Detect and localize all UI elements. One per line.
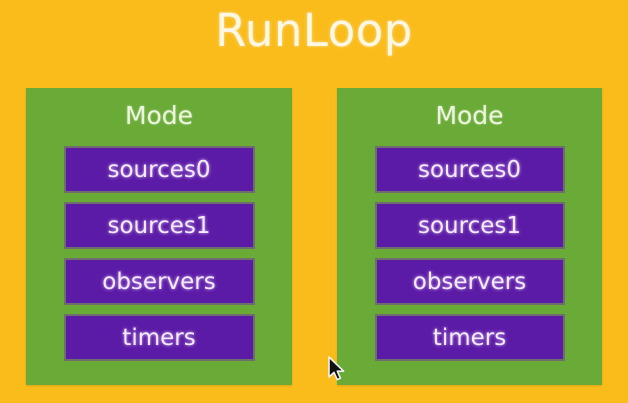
mode-item-label: sources1 (418, 212, 521, 239)
mode-item-sources0[interactable]: sources0 (374, 146, 565, 193)
mode-panel-title: Mode (124, 101, 194, 130)
mode-item-sources1[interactable]: sources1 (63, 202, 255, 249)
page-title: RunLoop (215, 4, 413, 57)
mode-item-label: observers (102, 268, 216, 295)
mode-item-label: sources0 (107, 156, 211, 183)
mode-item-list: sources0 sources1 observers timers (26, 146, 292, 370)
mode-panel-title: Mode (435, 101, 504, 130)
mode-panel: Mode sources0 sources1 observers timers (26, 88, 292, 385)
mode-item-list: sources0 sources1 observers timers (337, 146, 602, 370)
mode-item-label: timers (122, 324, 196, 351)
mode-item-observers[interactable]: observers (374, 258, 565, 305)
mode-item-sources0[interactable]: sources0 (63, 146, 255, 193)
mode-item-label: sources0 (418, 156, 521, 183)
mode-item-timers[interactable]: timers (63, 314, 255, 361)
mode-panel: Mode sources0 sources1 observers timers (337, 88, 602, 385)
mode-item-label: timers (432, 324, 507, 351)
mode-item-sources1[interactable]: sources1 (374, 202, 565, 249)
mode-item-timers[interactable]: timers (374, 314, 565, 361)
mode-item-label: observers (412, 268, 527, 295)
mode-item-label: sources1 (107, 212, 211, 239)
mode-item-observers[interactable]: observers (63, 258, 255, 305)
